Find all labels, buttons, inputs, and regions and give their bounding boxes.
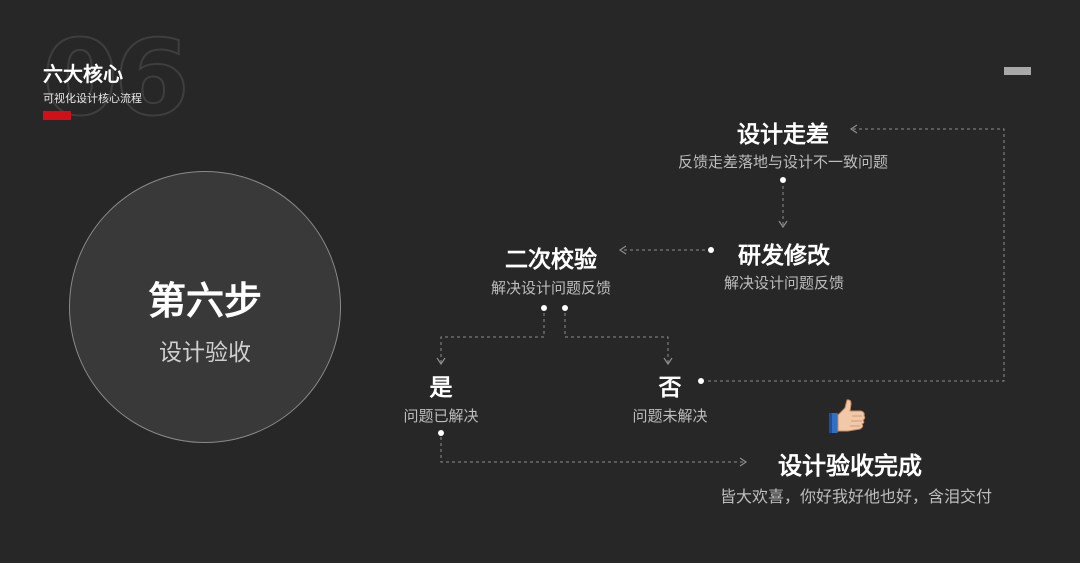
dot-deviation bbox=[780, 177, 786, 183]
step-subtitle: 设计验收 bbox=[159, 340, 251, 366]
arrowhead-fix bbox=[778, 220, 788, 229]
node-no-title: 否 bbox=[658, 375, 682, 401]
node-design-deviation-desc: 反馈走差落地与设计不一致问题 bbox=[677, 153, 888, 171]
node-design-deviation-title: 设计走差 bbox=[737, 122, 829, 148]
node-second-check-desc: 解决设计问题反馈 bbox=[490, 279, 611, 297]
arrowhead-complete bbox=[739, 457, 748, 467]
node-complete-desc: 皆大欢喜，你好我好他也好，含泪交付 bbox=[719, 487, 992, 506]
node-dev-fix-desc: 解决设计问题反馈 bbox=[723, 274, 844, 292]
connector-check-to-yes bbox=[440, 313, 545, 363]
dot-no bbox=[698, 378, 704, 384]
arrowhead-no bbox=[663, 357, 673, 366]
menu-dash-icon[interactable] bbox=[1004, 67, 1031, 75]
dot-yes bbox=[438, 430, 444, 436]
node-dev-fix-title: 研发修改 bbox=[738, 243, 830, 269]
node-no-desc: 问题未解决 bbox=[632, 407, 708, 425]
connector-yes-to-complete bbox=[440, 437, 746, 463]
dot-check-left bbox=[541, 305, 547, 311]
connector-no-to-deviation bbox=[708, 128, 1005, 382]
accent-bar bbox=[43, 111, 71, 120]
node-complete-title: 设计验收完成 bbox=[778, 452, 922, 480]
dot-fix bbox=[708, 247, 714, 253]
step-circle bbox=[69, 171, 341, 443]
connector-check-to-no bbox=[564, 313, 669, 363]
node-second-check-title: 二次校验 bbox=[505, 247, 597, 273]
step-title: 第六步 bbox=[147, 279, 262, 323]
arrowhead-check bbox=[618, 245, 627, 255]
arrowhead-deviation bbox=[849, 124, 858, 134]
section-subtitle: 可视化设计核心流程 bbox=[43, 92, 142, 105]
arrowhead-yes bbox=[436, 357, 446, 366]
section-title: 六大核心 bbox=[43, 62, 123, 86]
node-yes-title: 是 bbox=[429, 375, 453, 401]
node-yes-desc: 问题已解决 bbox=[403, 407, 479, 425]
thumbs-up-icon bbox=[829, 399, 866, 433]
dot-check-right bbox=[562, 305, 568, 311]
